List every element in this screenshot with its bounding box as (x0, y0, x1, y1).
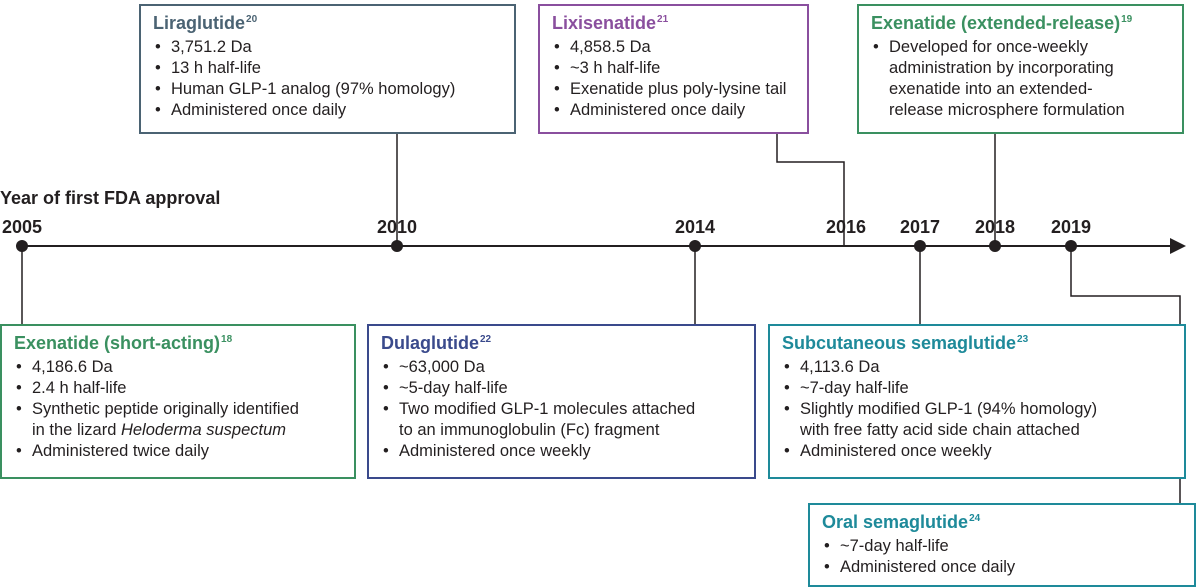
semaglutide-sc-item: ~7-day half-life (782, 378, 1174, 399)
lixisenatide-item: ~3 h half-life (552, 58, 797, 79)
semaglutide-sc-title: Subcutaneous semaglutide23 (782, 333, 1029, 353)
dulaglutide-item: ~63,000 Da (381, 357, 744, 378)
liraglutide-item: 3,751.2 Da (153, 37, 504, 58)
exenatide-sa-box: Exenatide (short-acting)18 4,186.6 Da 2.… (0, 324, 356, 479)
lixisenatide-box: Lixisenatide21 4,858.5 Da ~3 h half-life… (538, 4, 809, 134)
year-label-2014: 2014 (674, 217, 716, 237)
year-marker-2019 (1065, 240, 1077, 252)
year-label-2010: 2010 (376, 217, 418, 237)
lixisenatide-item: 4,858.5 Da (552, 37, 797, 58)
semaglutide-oral-item: ~7-day half-life (822, 536, 1184, 557)
liraglutide-item: Human GLP-1 analog (97% homology) (153, 79, 504, 100)
semaglutide-sc-item: 4,113.6 Da (782, 357, 1174, 378)
year-marker-2017 (914, 240, 926, 252)
dulaglutide-box: Dulaglutide22 ~63,000 Da ~5-day half-lif… (367, 324, 756, 479)
exenatide-er-box: Exenatide (extended-release)19 Developed… (857, 4, 1184, 134)
exenatide-sa-item: Synthetic peptide originally identified … (14, 399, 344, 441)
lixisenatide-ref: 21 (657, 14, 669, 25)
dulaglutide-ref: 22 (480, 334, 492, 345)
liraglutide-title: Liraglutide20 (153, 13, 258, 33)
semaglutide-sc-box: Subcutaneous semaglutide23 4,113.6 Da ~7… (768, 324, 1186, 479)
semaglutide-oral-item: Administered once daily (822, 557, 1184, 578)
exenatide-sa-item: Administered twice daily (14, 441, 344, 462)
year-label-2018: 2018 (974, 217, 1016, 237)
year-label-2016: 2016 (825, 217, 867, 237)
lixisenatide-item: Exenatide plus poly-lysine tail (552, 79, 797, 100)
lixisenatide-item: Administered once daily (552, 100, 797, 121)
exenatide-er-item: Developed for once-weekly administration… (871, 37, 1172, 121)
timeline-arrowhead (1170, 238, 1186, 254)
semaglutide-oral-box: Oral semaglutide24 ~7-day half-life Admi… (808, 503, 1196, 587)
exenatide-sa-item: 2.4 h half-life (14, 378, 344, 399)
semaglutide-sc-item: Slightly modified GLP-1 (94% homology) w… (782, 399, 1174, 441)
dulaglutide-item: ~5-day half-life (381, 378, 744, 399)
dulaglutide-item: Administered once weekly (381, 441, 744, 462)
exenatide-sa-title: Exenatide (short-acting)18 (14, 333, 233, 353)
year-marker-2010 (391, 240, 403, 252)
liraglutide-ref: 20 (246, 14, 258, 25)
year-marker-2014 (689, 240, 701, 252)
exenatide-sa-item: 4,186.6 Da (14, 357, 344, 378)
dulaglutide-title: Dulaglutide22 (381, 333, 492, 353)
semaglutide-oral-ref: 24 (969, 513, 981, 524)
exenatide-er-title: Exenatide (extended-release)19 (871, 13, 1133, 33)
liraglutide-item: Administered once daily (153, 100, 504, 121)
exenatide-er-ref: 19 (1121, 14, 1133, 25)
liraglutide-box: Liraglutide20 3,751.2 Da 13 h half-life … (139, 4, 516, 134)
year-marker-2005 (16, 240, 28, 252)
species-name: Heloderma suspectum (120, 421, 287, 439)
liraglutide-item: 13 h half-life (153, 58, 504, 79)
connector-lixisenatide (776, 134, 845, 246)
dulaglutide-item: Two modified GLP-1 molecules attached to… (381, 399, 744, 441)
year-label-2019: 2019 (1050, 217, 1092, 237)
semaglutide-oral-title: Oral semaglutide24 (822, 512, 981, 532)
lixisenatide-title: Lixisenatide21 (552, 13, 669, 33)
year-label-2005: 2005 (1, 217, 43, 237)
year-label-2017: 2017 (899, 217, 941, 237)
semaglutide-sc-item: Administered once weekly (782, 441, 1174, 462)
year-marker-2018 (989, 240, 1001, 252)
semaglutide-sc-ref: 23 (1017, 334, 1029, 345)
exenatide-sa-ref: 18 (221, 334, 233, 345)
axis-label: Year of first FDA approval (0, 188, 221, 208)
